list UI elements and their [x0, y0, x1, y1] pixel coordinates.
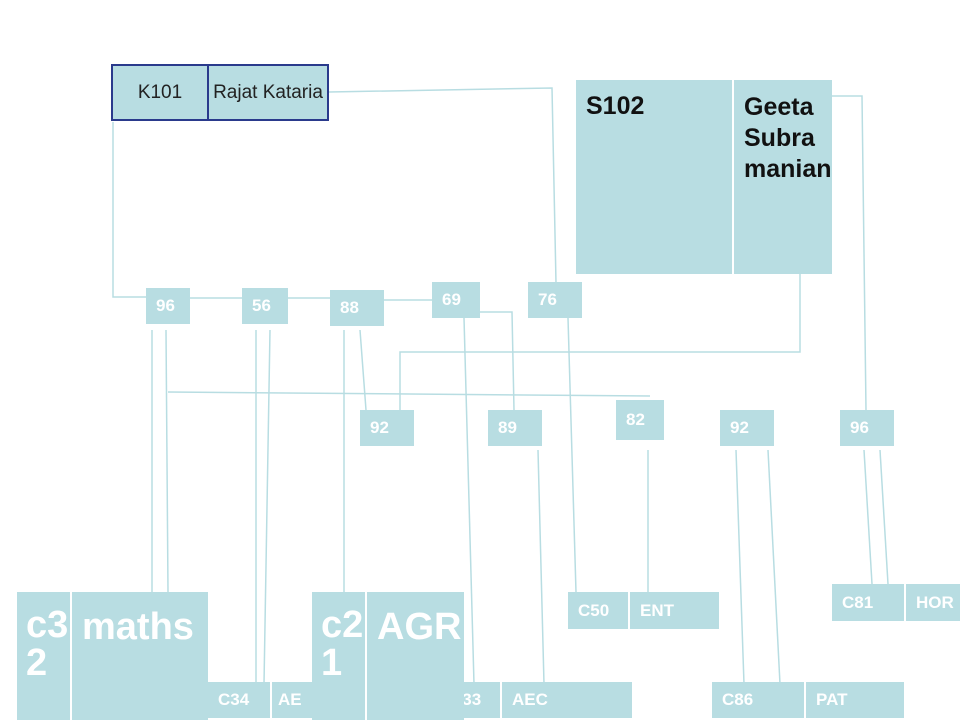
- course-c33: C33 AEC: [440, 682, 632, 718]
- score-box: 96: [146, 288, 190, 324]
- node-k101: K101 Rajat Kataria: [111, 64, 329, 121]
- score-box: 96: [840, 410, 894, 446]
- course-c86: C86 PAT: [712, 682, 904, 718]
- course-name: maths: [82, 606, 194, 648]
- course-name: PAT: [816, 690, 848, 709]
- course-c50: C50 ENT: [568, 592, 719, 629]
- course-name: HOR: [916, 592, 954, 612]
- course-c81: C81 HOR: [832, 584, 960, 621]
- course-c32: c32 maths: [17, 592, 208, 720]
- course-code: C34: [208, 682, 272, 718]
- course-c21: c21 AGR: [312, 592, 464, 720]
- node-k101-name: Rajat Kataria: [209, 66, 327, 119]
- course-code: c21: [312, 592, 367, 720]
- course-name: AE: [278, 690, 302, 709]
- score-box: 76: [528, 282, 582, 318]
- course-code: C86: [712, 682, 806, 718]
- course-c34: C34 AE: [208, 682, 312, 718]
- course-name: AGR: [377, 606, 462, 648]
- score-box: 92: [360, 410, 414, 446]
- score-box: 82: [616, 400, 664, 440]
- course-name: AEC: [512, 690, 548, 709]
- node-s102: S102 Geeta Subramanian: [576, 80, 832, 274]
- score-box: 56: [242, 288, 288, 324]
- score-box: 92: [720, 410, 774, 446]
- score-box: 69: [432, 282, 480, 318]
- score-box: 88: [330, 290, 384, 326]
- score-box: 89: [488, 410, 542, 446]
- course-code: c32: [17, 592, 72, 720]
- node-s102-name: Geeta Subramanian: [744, 93, 832, 183]
- node-k101-id: K101: [113, 66, 209, 119]
- course-code: C81: [832, 584, 906, 621]
- course-name: ENT: [640, 600, 674, 620]
- node-s102-id: S102: [576, 80, 734, 274]
- course-code: C50: [568, 592, 630, 629]
